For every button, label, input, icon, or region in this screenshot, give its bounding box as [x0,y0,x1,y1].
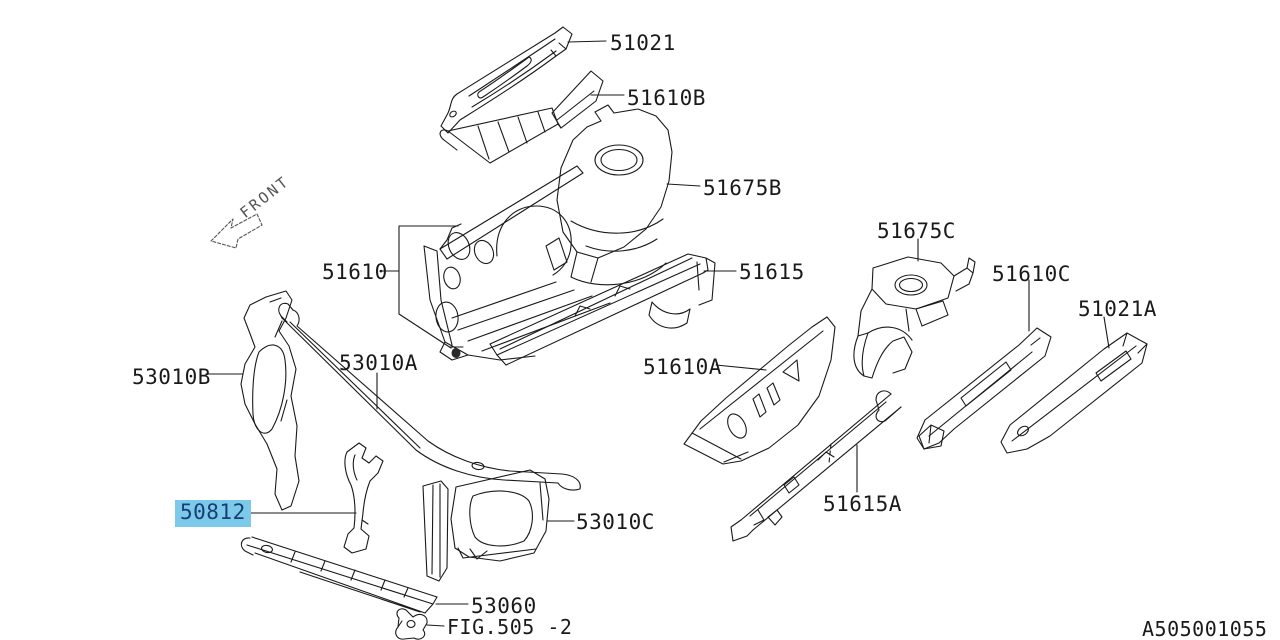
fig-reference-label[interactable]: FIG.505 -2 [447,615,573,639]
leader-51610 [379,225,459,349]
part-51610-drawing [423,165,611,361]
part-label-53010C[interactable]: 53010C [576,510,655,534]
part-label-51675B[interactable]: 51675B [703,176,782,200]
part-51610C-drawing [916,327,1052,450]
part-51615-drawing [489,253,716,366]
part-fig505-drawing [395,608,428,640]
part-label-51675C[interactable]: 51675C [877,219,956,243]
part-label-51021A[interactable]: 51021A [1078,297,1157,321]
part-50812-drawing [343,442,384,554]
part-label-50812-selected[interactable]: 50812 [175,500,251,527]
part-51675C-drawing [853,256,976,379]
part-label-51021[interactable]: 51021 [610,31,676,55]
leader-lines [205,40,1110,627]
figure-code: A505001055 [1142,617,1268,640]
part-label-51615[interactable]: 51615 [739,260,805,284]
leader-51021 [567,40,607,43]
leader-51021A [1103,316,1110,349]
part-label-51615A[interactable]: 51615A [823,492,902,516]
part-51021A-drawing [1000,332,1148,454]
front-arrow-icon [210,213,263,249]
part-label-51610B[interactable]: 51610B [627,86,706,110]
part-53010C-drawing [422,469,550,582]
part-53010B-drawing [240,290,300,511]
part-label-51610[interactable]: 51610 [322,260,388,284]
part-51615A-drawing [730,390,902,542]
part-label-53060[interactable]: 53060 [471,594,537,618]
part-53060-drawing [240,536,438,614]
part-51610B-drawing [439,70,604,164]
part-53010A-drawing [278,302,581,491]
part-label-53010B[interactable]: 53010B [132,365,211,389]
part-label-53010A[interactable]: 53010A [339,351,418,375]
part-51021-drawing [440,26,573,134]
leader-51675B [666,183,701,187]
part-label-51610A[interactable]: 51610A [643,355,722,379]
part-51610A-drawing [683,316,836,465]
part-51675B-drawing [556,104,673,286]
leader-51610A [715,364,767,371]
part-label-51610C[interactable]: 51610C [992,262,1071,286]
leader-fig505 [426,624,445,627]
